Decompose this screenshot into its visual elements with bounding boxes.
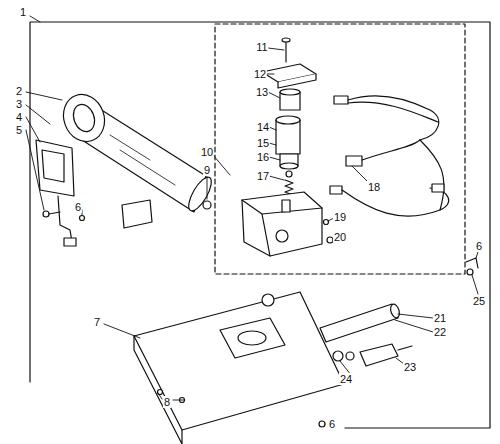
- callout-number: 25: [472, 295, 486, 307]
- callout-number: 6: [328, 418, 336, 430]
- callout-number: 11: [255, 41, 268, 53]
- valve-coils: [276, 116, 300, 201]
- callout-number: 20: [333, 231, 347, 243]
- callout-number: 3: [15, 98, 23, 110]
- burner-bracket: [134, 292, 344, 444]
- callout-number: 13: [255, 86, 269, 98]
- callout-number: 6: [74, 201, 82, 213]
- callout-number: 15: [256, 137, 270, 149]
- callout-number: 1: [19, 6, 27, 18]
- igniter-tube: [320, 303, 401, 342]
- igniter: [333, 344, 412, 366]
- sensor-bracket: [36, 140, 76, 246]
- callout-number: 6: [475, 240, 483, 252]
- callout-number: 8: [163, 396, 171, 408]
- shield-plate: [122, 200, 152, 228]
- callout-number: 7: [93, 316, 101, 328]
- callout-number: 4: [15, 111, 23, 123]
- callout-number: 14: [256, 121, 270, 133]
- grommet: [203, 201, 211, 209]
- callout-number: 19: [333, 211, 347, 223]
- coil-cover: [262, 38, 316, 110]
- callout-number: 24: [339, 373, 353, 385]
- callout-number: 18: [367, 181, 381, 193]
- callout-number: 16: [256, 151, 270, 163]
- screws: [80, 216, 479, 428]
- callout-number: 10: [200, 146, 214, 158]
- burner-tube: [57, 89, 216, 214]
- callout-number: 12: [253, 68, 267, 80]
- callout-number: 9: [203, 164, 211, 176]
- callout-number: 23: [403, 361, 417, 373]
- callout-number: 21: [433, 312, 447, 324]
- callout-number: 2: [15, 85, 23, 97]
- callout-number: 17: [256, 170, 270, 182]
- callout-number: 22: [433, 326, 447, 338]
- leader-lines: [26, 16, 478, 424]
- assembly-box: [215, 24, 465, 274]
- gas-valve: [242, 192, 333, 256]
- callout-number: 5: [15, 124, 23, 136]
- wire-harness: [330, 96, 449, 216]
